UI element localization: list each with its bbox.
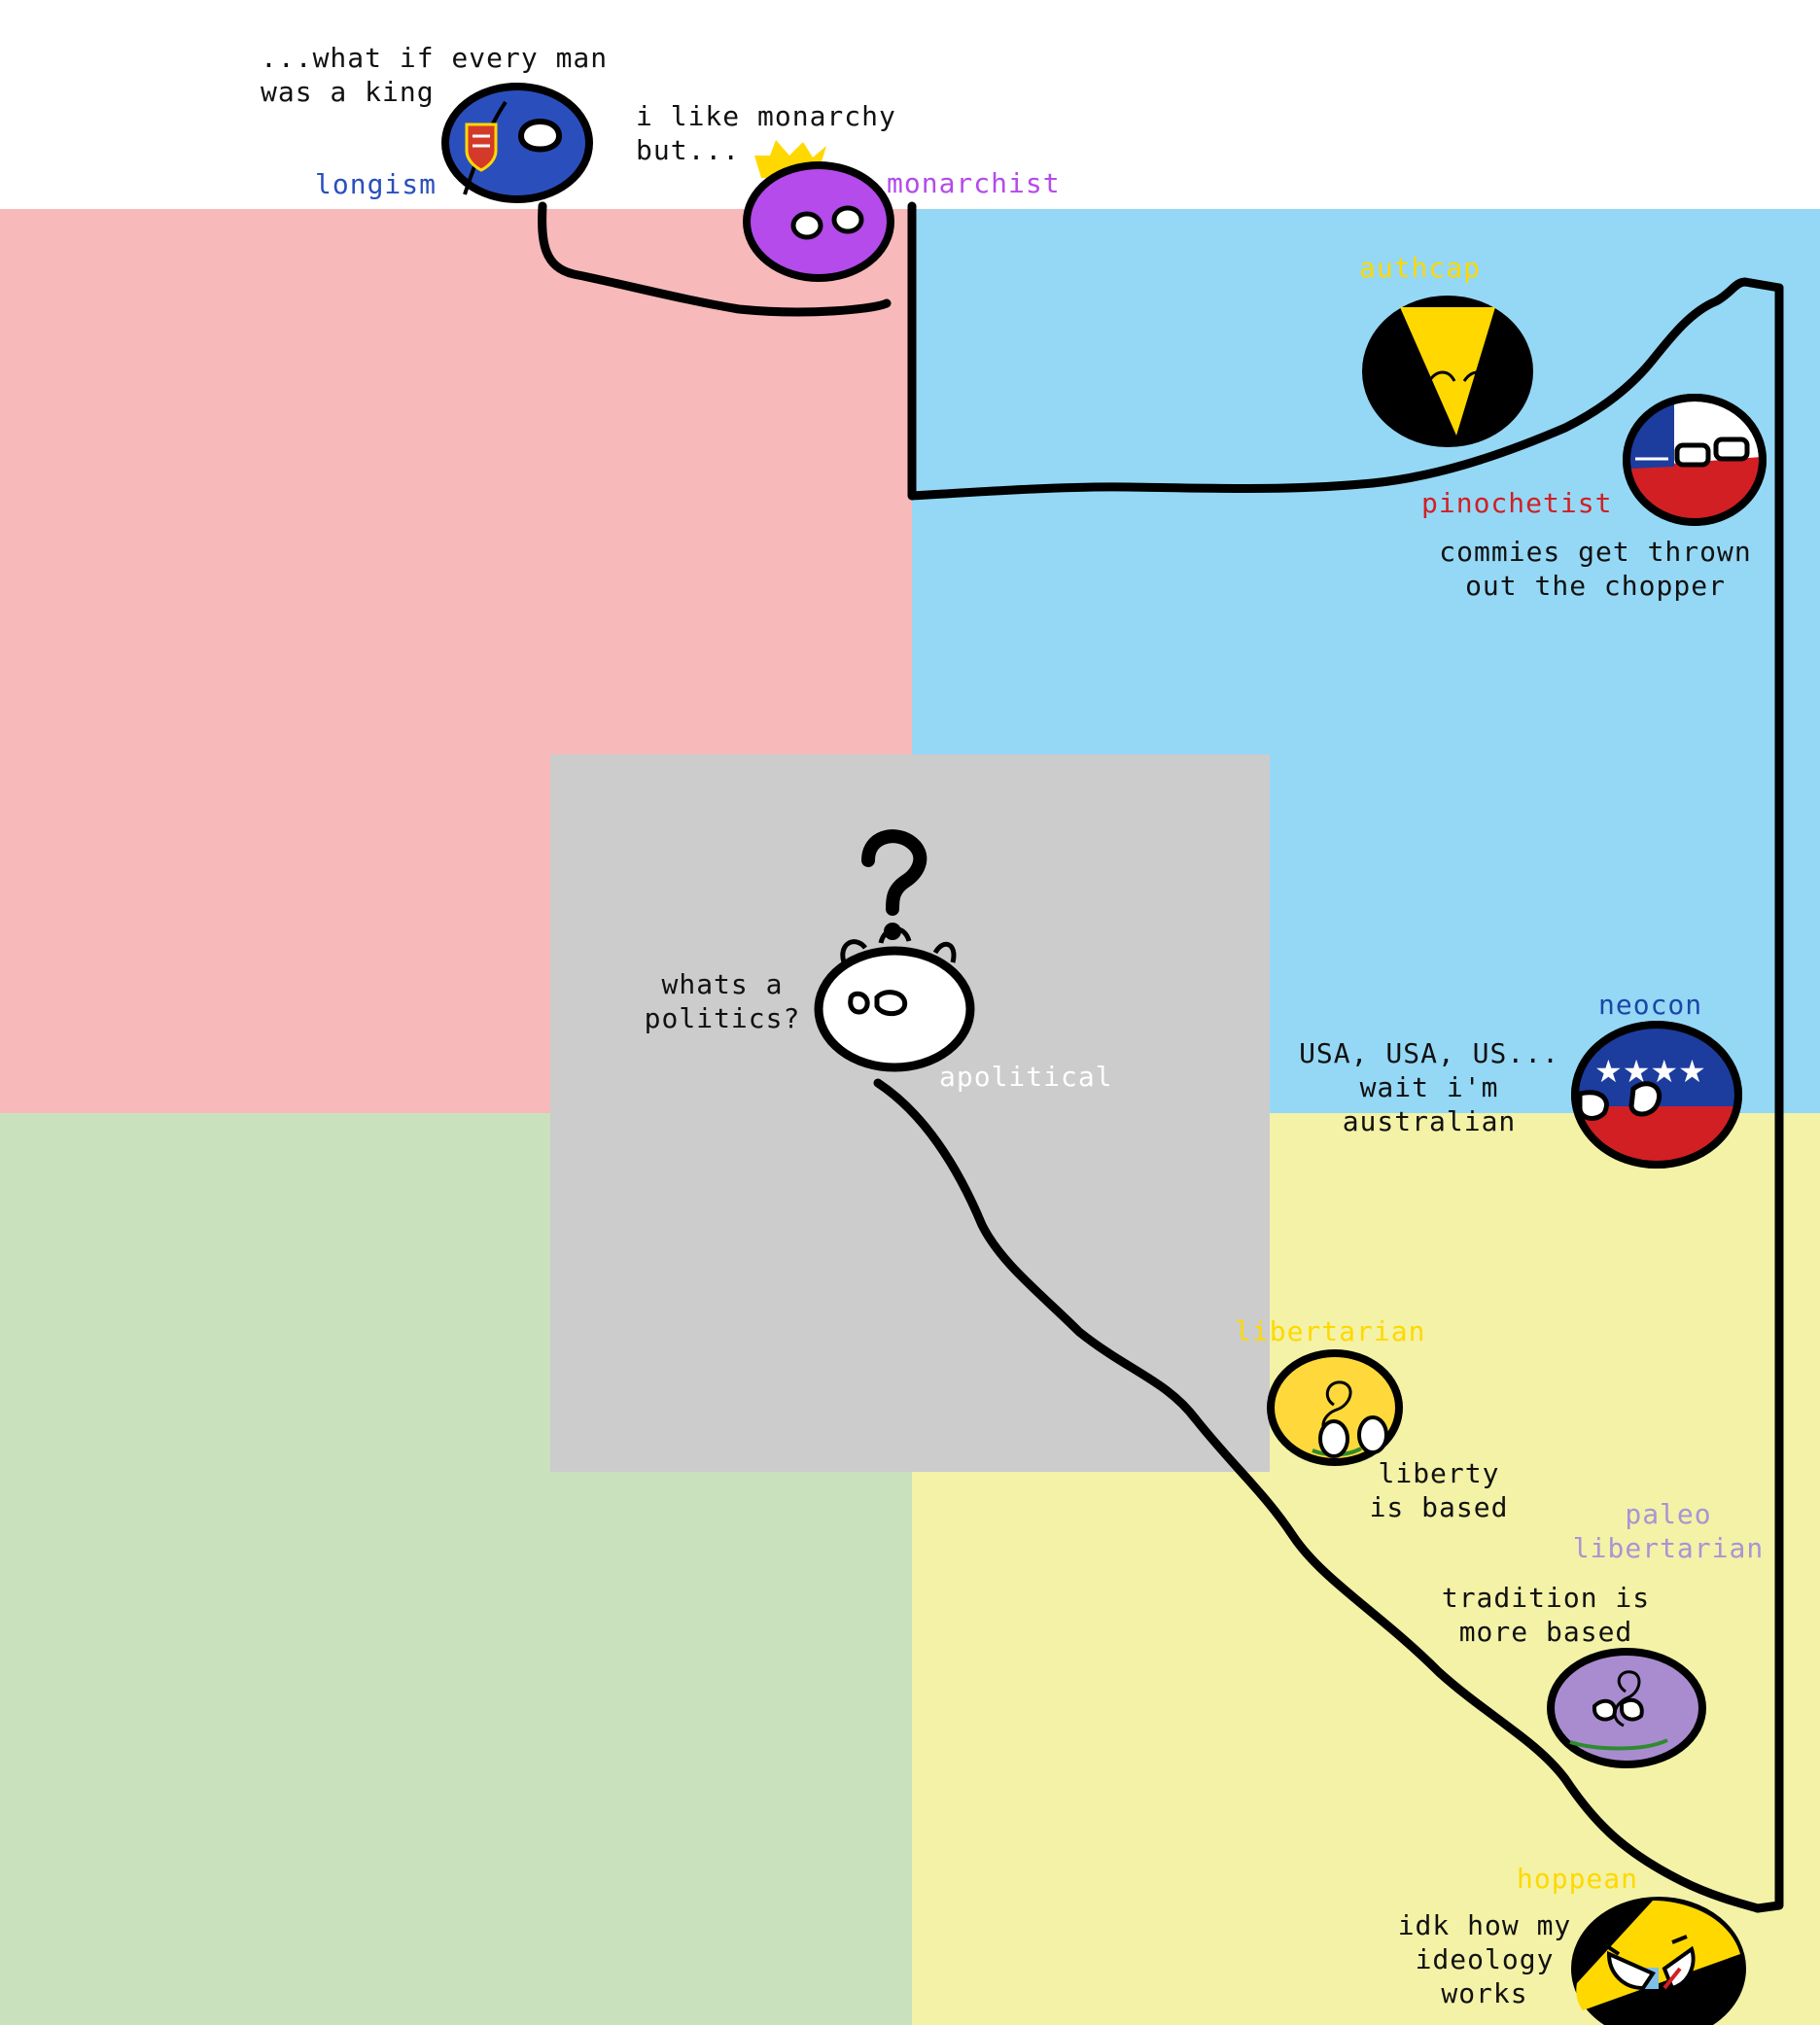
- paleolibertarian-label: paleo libertarian: [1572, 1498, 1765, 1564]
- neocon-speech: USA, USA, US... wait i'm australian: [1299, 1037, 1559, 1137]
- apolitical-speech: whats a politics?: [644, 968, 801, 1034]
- hoppean-ball-icon: [1571, 1897, 1746, 2025]
- neocon-ball-icon: ★★★★: [1571, 1021, 1742, 1169]
- libertarian-label: libertarian: [1235, 1315, 1426, 1347]
- authcap-label: authcap: [1359, 252, 1482, 284]
- longism-label: longism: [315, 168, 438, 200]
- libertarian-speech: liberty is based: [1369, 1457, 1509, 1523]
- apolitical-ball-icon: [814, 926, 975, 1072]
- monarchist-label: monarchist: [887, 167, 1061, 199]
- connector-right-border: [1753, 283, 1784, 1913]
- apolitical-label: apolitical: [939, 1061, 1113, 1093]
- hoppean-speech: idk how my ideology works: [1397, 1909, 1572, 2009]
- authcap-ball-icon: [1362, 296, 1533, 447]
- neocon-label: neocon: [1598, 989, 1703, 1021]
- pinochetist-ball-icon: [1623, 394, 1767, 526]
- connector-longism-monarchist: [538, 201, 892, 317]
- longism-ball-icon: [441, 83, 593, 203]
- monarchist-speech: i like monarchy but...: [636, 100, 896, 166]
- paleolibertarian-ball-icon: [1547, 1648, 1706, 1768]
- libertarian-ball-icon: [1267, 1349, 1403, 1466]
- connector-monarchist-authright: [907, 201, 1784, 501]
- connector-apolitical-hoppean: [873, 1078, 1763, 1913]
- paleolibertarian-speech: tradition is more based: [1441, 1582, 1651, 1648]
- monarchist-ball-icon: [743, 140, 894, 282]
- hoppean-label: hoppean: [1517, 1863, 1639, 1895]
- longism-speech: ...what if every man was a king: [261, 42, 609, 108]
- question-mark-icon: [861, 829, 928, 940]
- pinochetist-label: pinochetist: [1421, 487, 1613, 519]
- pinochetist-speech: commies get thrown out the chopper: [1439, 536, 1752, 602]
